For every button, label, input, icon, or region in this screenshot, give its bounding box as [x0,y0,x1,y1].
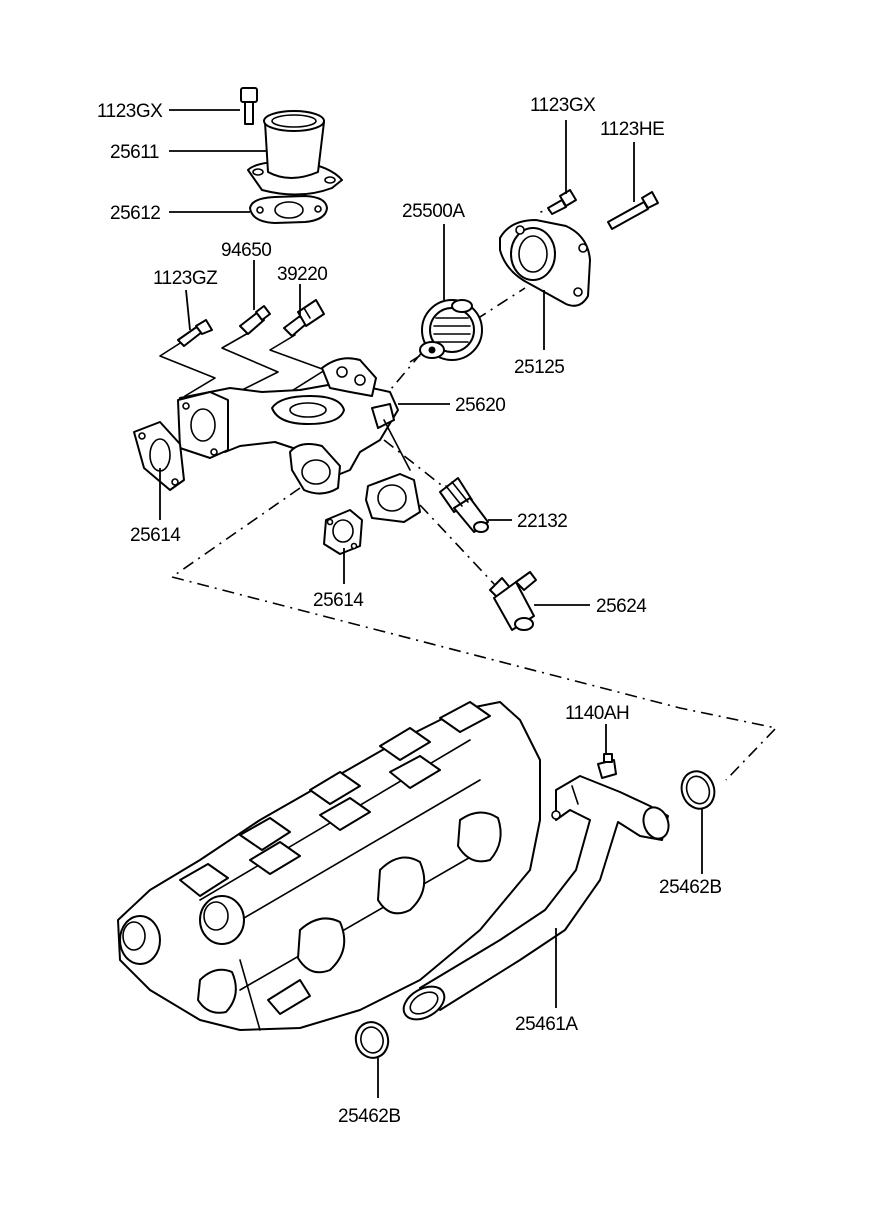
part-labels: 1123GX 25611 25612 94650 39220 1123GZ 11… [97,95,722,1127]
label-25614-center: 25614 [313,590,364,611]
gasket-25614-left [133,421,185,491]
bolt-1123gz [177,319,213,347]
o-ring-25462b-right [680,770,716,810]
fitting-25624 [489,571,537,631]
label-1123gx-right: 1123GX [530,95,596,116]
label-25614-left: 25614 [130,525,181,546]
label-25500a: 25500A [402,201,465,222]
water-pipe-25461a [402,775,670,1021]
bolt-1140ah [597,753,617,779]
label-25620: 25620 [455,395,505,416]
gasket-25614-center [323,509,363,555]
cylinder-head [117,701,541,1031]
o-ring-25462b-bottom [354,1021,390,1059]
label-94650: 94650 [221,240,271,261]
gasket-25612 [249,195,328,224]
label-25611: 25611 [110,142,159,163]
sensor-39220 [283,299,325,337]
label-25462b-right: 25462B [659,877,722,898]
label-1123gx-top: 1123GX [97,101,163,122]
leader-lines [159,109,703,1098]
water-outlet-fitting-25611 [247,110,343,196]
label-1123gz: 1123GZ [153,268,218,289]
label-25125: 25125 [514,357,564,378]
label-25462b-bottom: 25462B [338,1106,401,1127]
label-22132: 22132 [517,511,567,532]
sensor-94650 [239,305,271,335]
label-39220: 39220 [277,264,327,285]
water-manifold-25620 [177,357,421,523]
thermostat-housing-25125 [499,219,591,307]
sensor-22132 [439,477,489,533]
bolt-1123gx-right [547,189,577,215]
bolt-guide-zigzags [159,331,326,397]
label-25612: 25612 [110,203,160,224]
label-25461a: 25461A [515,1014,578,1035]
label-25624: 25624 [596,596,647,617]
thermostat-25500a [419,299,483,361]
bolt-1123he [607,191,659,230]
bolt-1123gx-top [240,87,258,125]
label-1140ah: 1140AH [565,703,629,724]
assembly-guide-lines [170,207,778,781]
label-1123he: 1123HE [600,119,664,140]
